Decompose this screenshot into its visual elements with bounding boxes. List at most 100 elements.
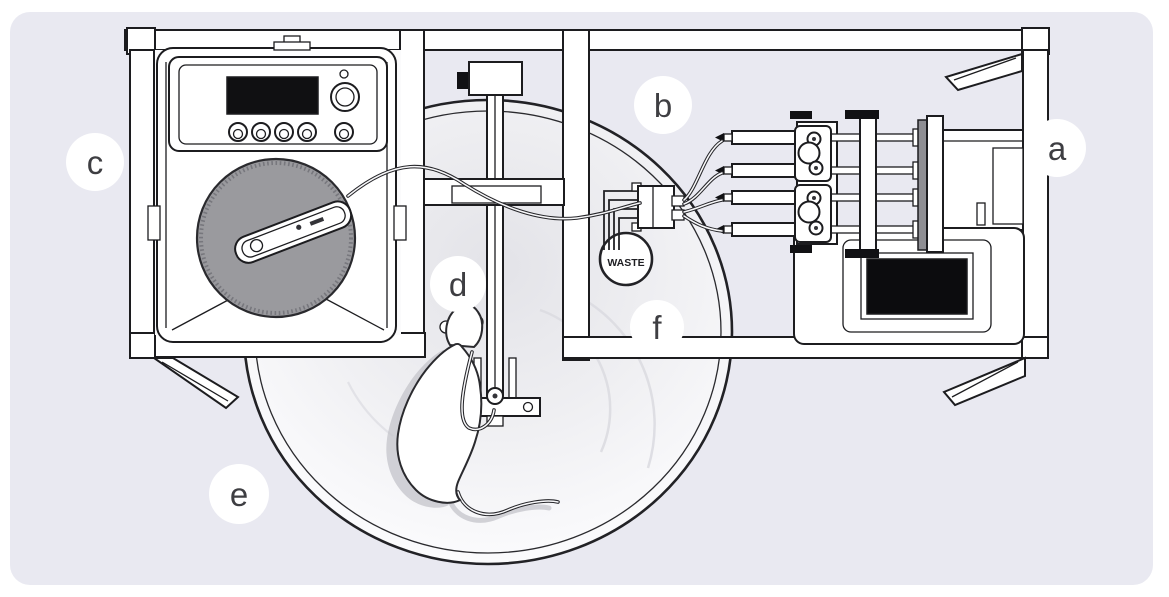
pusher-bar-cap-bottom [845, 249, 879, 258]
counterweight-head [468, 61, 523, 96]
arm-screw [296, 224, 302, 230]
needle-hub [723, 133, 733, 142]
housing-handle-left [147, 205, 161, 241]
clamp-screw [814, 226, 818, 230]
clamp-screw [814, 166, 818, 170]
label-b-text: b [654, 87, 672, 124]
valve-port-upper [671, 195, 685, 207]
arm-port [309, 217, 325, 226]
needle-hub [723, 225, 733, 234]
bowl-reflection-arc [539, 308, 612, 453]
collector-control-panel [168, 56, 388, 152]
clamp-screw [812, 196, 816, 200]
arm-pivot [249, 238, 264, 253]
frame-leg-edge [951, 361, 1019, 398]
label-d-circle [430, 256, 486, 312]
button-dome [301, 128, 313, 140]
label-a-text: a [1048, 130, 1067, 167]
valve-port-lower [671, 209, 685, 221]
needle-hub [723, 193, 733, 202]
bowl-reflection-arc [573, 292, 656, 469]
label-e-circle [209, 464, 269, 524]
pusher-plate-rail [917, 119, 928, 251]
label-a-circle [1028, 119, 1086, 177]
housing-handle-right [393, 205, 407, 241]
pump-screen [866, 258, 968, 315]
rat-tail-core [457, 491, 559, 515]
clamp-ring [797, 200, 821, 224]
tubing [346, 139, 724, 233]
rat-body [396, 342, 483, 504]
pump-slot [976, 202, 986, 226]
panel-screen [226, 76, 319, 115]
frame-post-mid-right [562, 29, 590, 361]
callout-labels: a b c d e f [66, 76, 1086, 524]
frame-leg-edge [953, 57, 1017, 81]
control-knob-cap[interactable] [335, 87, 355, 107]
swivel-screw-right [522, 401, 534, 413]
pump-tube-2-core [683, 172, 723, 205]
rat-tail-shadow [446, 495, 552, 523]
frame-leg-edge [161, 361, 229, 402]
valve-body [637, 185, 675, 229]
label-f: f [630, 300, 684, 354]
frame-post-right [1022, 49, 1049, 341]
pump-tube-4-core [683, 215, 723, 232]
label-f-circle [630, 300, 684, 354]
frame-leg-bottom-left [150, 357, 240, 410]
dispense-arm [234, 200, 353, 264]
pusher-plate [926, 115, 944, 253]
rack-cap-bottom [790, 245, 812, 253]
label-f-text: f [652, 309, 662, 346]
frame-corner-bottom-right [1021, 336, 1049, 359]
frame-post-left [129, 49, 155, 336]
pump-tower-panel [992, 147, 1024, 225]
label-c-circle [66, 133, 124, 191]
syringe-clamps [794, 125, 832, 243]
waste-line [618, 217, 638, 250]
sample-carousel [195, 157, 357, 319]
label-e: e [209, 464, 269, 524]
arm-connector [457, 72, 469, 89]
pusher-bar [859, 117, 877, 251]
collector-tube-core [347, 166, 641, 220]
swivel-foot [486, 415, 504, 427]
label-d: d [430, 256, 486, 312]
rat [386, 303, 560, 523]
rack-cap-top [790, 111, 812, 119]
power-led [339, 69, 349, 79]
label-a: a [1028, 119, 1086, 177]
frame-corner-bottom-left [129, 332, 156, 359]
button-dome [232, 128, 244, 140]
pusher-bar-cap-top [845, 110, 879, 119]
waste-label: WASTE [607, 257, 644, 269]
needle-hub [723, 166, 733, 175]
pump-tube-3-core [683, 199, 723, 213]
label-d-text: d [449, 266, 467, 303]
syringe-pump [715, 110, 1025, 345]
waste-circle [598, 231, 654, 287]
refrigerated-fraction-collector [147, 35, 407, 343]
lid-handle-base [273, 41, 311, 51]
pump-tube-1-core [683, 140, 723, 201]
button-dome [255, 128, 267, 140]
tether-cable-core [461, 351, 495, 431]
label-e-text: e [230, 476, 248, 513]
label-c: c [66, 133, 124, 191]
waste-line [603, 190, 638, 250]
waste-line [608, 199, 638, 250]
button-dome [338, 128, 350, 140]
swivel-ball-port [492, 393, 498, 399]
carousel-rim-hatch [199, 161, 353, 315]
clamp-screw [812, 137, 816, 141]
label-b-circle [634, 76, 692, 134]
label-c-text: c [87, 144, 104, 181]
button-dome [278, 128, 290, 140]
stream-selector-valve [631, 182, 685, 232]
counterbalance-arm [423, 61, 565, 427]
panel-buttons[interactable] [228, 122, 354, 142]
frame-post-mid-left [399, 29, 425, 358]
label-b: b [634, 76, 692, 134]
